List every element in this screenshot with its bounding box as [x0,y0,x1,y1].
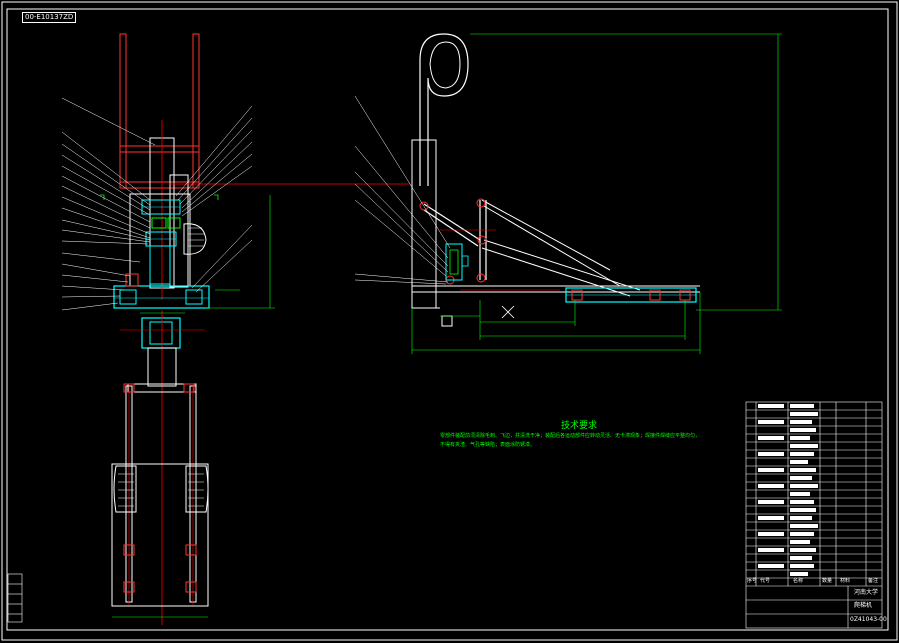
title-block-drawing-number: 0Z41043-00 [850,616,887,623]
lower-view [111,310,209,625]
parts-list-rows [758,404,818,576]
title-block-drawing-name: 爬梯机 [854,602,873,609]
drawing-code-tag: 00-E10137ZD [22,12,77,23]
technical-requirements-title: 技术要求 [561,421,598,431]
technical-requirements-text: 零部件装配前须清除毛刺、飞边，并清洗干净；装配后各运动部件应转动灵活、无卡滞现象… [440,433,701,448]
side-view [411,33,782,354]
title-block-header-0: 序号 [747,578,758,584]
front-view-leaders-right [175,105,253,293]
title-block-header-4: 材料 [840,578,851,584]
inner-frame [6,8,889,631]
front-view [100,33,410,309]
side-view-leaders [354,95,451,285]
title-block-header-1: 代号 [760,578,771,584]
parts-list-table [745,401,883,629]
title-block-school: 河南大学 [854,589,879,596]
revision-stamp [7,573,23,623]
title-block-header-2: 名称 [793,578,804,584]
front-view-leaders [61,97,156,311]
title-block-header-3: 数量 [822,578,833,584]
title-block-header-5: 备注 [868,578,879,584]
